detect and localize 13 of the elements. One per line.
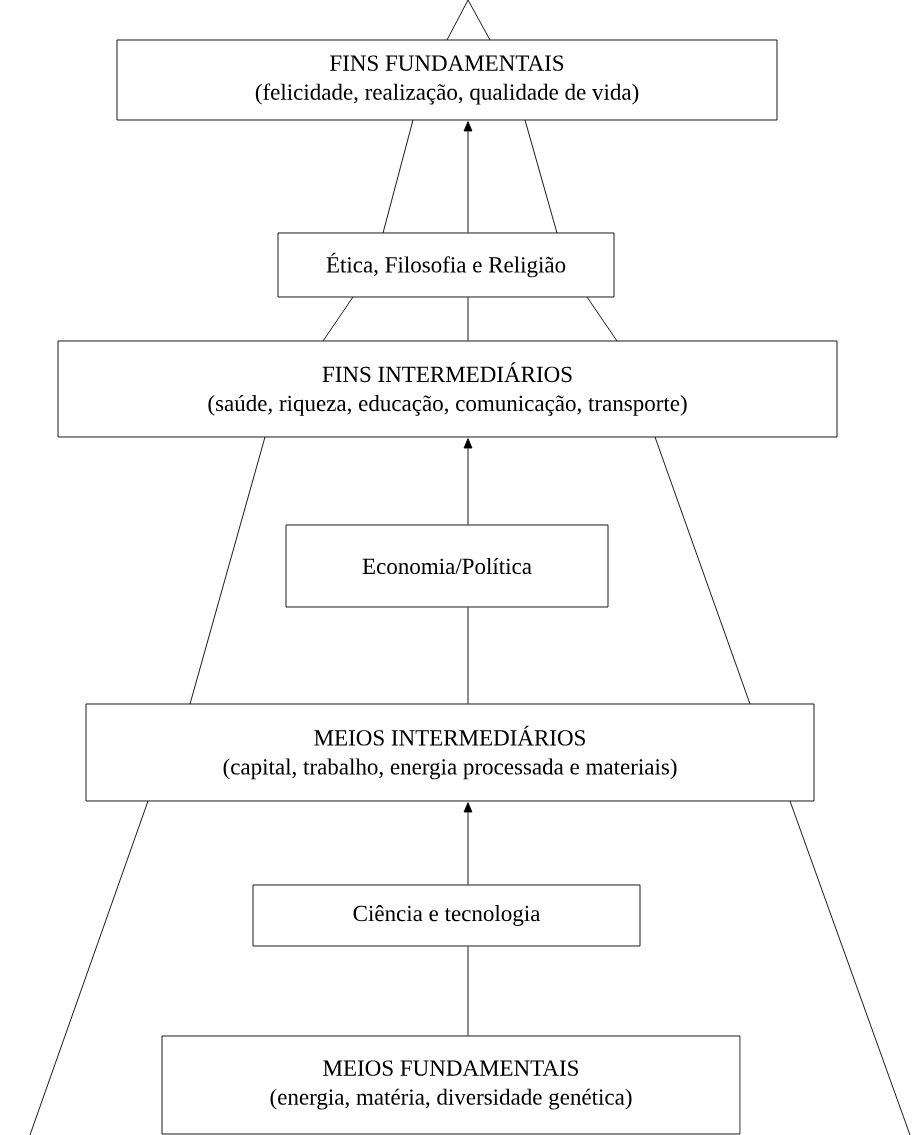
text-box: Ética, Filosofia e Religião <box>277 232 615 298</box>
text-box: FINS INTERMEDIÁRIOS (saúde, riqueza, educação, comunicação, transporte) <box>57 340 838 438</box>
connector-line <box>467 946 469 1036</box>
text-box: MEIOS FUNDAMENTAIS (energia, matéria, diversidade genética) <box>161 1035 741 1135</box>
text-box: Ciência e tecnologia <box>252 884 641 947</box>
arrow <box>463 438 473 525</box>
text-box: MEIOS INTERMEDIÁRIOS (capital, trabalho, energia processada e materiais) <box>85 703 815 802</box>
arrow <box>463 121 473 233</box>
connector-line <box>467 607 469 704</box>
arrow <box>463 802 473 885</box>
connector-line <box>467 297 469 341</box>
text-box: FINS FUNDAMENTAIS (felicidade, realização, qualidade de vida) <box>116 39 778 121</box>
text-box: Economia/Política <box>285 524 609 608</box>
